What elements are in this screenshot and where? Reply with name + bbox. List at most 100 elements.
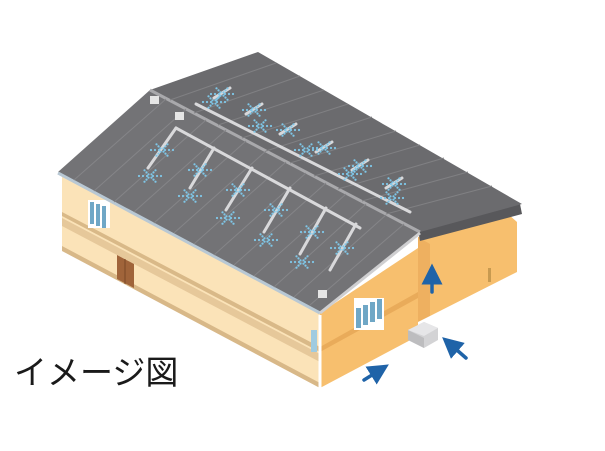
spray-dot (385, 191, 388, 194)
spray-dot (309, 229, 312, 232)
roof-near-slope (58, 90, 420, 312)
spray-dot (387, 193, 390, 196)
spray-dot (342, 245, 345, 248)
spray-dot (361, 164, 365, 168)
spray-dot (197, 167, 200, 170)
spray-dot (333, 246, 337, 250)
spray-dot (276, 207, 279, 210)
spray-dot (255, 121, 258, 124)
spray-dot (346, 252, 349, 255)
spray-dot (228, 215, 231, 218)
spray-dot (145, 178, 148, 181)
spray-dot (194, 200, 197, 203)
spray-dot (269, 124, 273, 128)
spray-dot (233, 192, 236, 195)
spray-dot (205, 100, 209, 104)
spray-dot (355, 164, 359, 168)
spray-dot (394, 200, 397, 203)
spray-dot (145, 171, 148, 174)
airflow-arrows (362, 263, 468, 385)
spray-dot (192, 198, 195, 201)
spray-dot (355, 161, 358, 164)
spray-dot (359, 172, 363, 176)
side-window (311, 330, 317, 352)
spray-dot (157, 145, 160, 148)
spray-dot (232, 211, 235, 214)
spray-dot (303, 230, 307, 234)
spray-dot (195, 165, 198, 168)
spray-dot (297, 257, 300, 260)
spray-dot (235, 190, 238, 193)
spray-dot (149, 148, 153, 152)
wall-band-lower (62, 212, 320, 352)
spray-dot (183, 189, 186, 192)
spray-dot (204, 163, 207, 166)
spray-dot (345, 176, 348, 179)
spray-dot (190, 193, 193, 196)
spray-dot (321, 148, 324, 151)
spray-nozzles (137, 87, 407, 269)
spray-dot (233, 185, 236, 188)
spray-dot (240, 185, 243, 188)
spray-dot (343, 246, 347, 250)
spray-dot (194, 189, 197, 192)
spray-dot (240, 192, 243, 195)
spray-dot (218, 95, 221, 98)
spray-dot (268, 235, 271, 238)
roof-vent (150, 96, 159, 104)
spray-dot (257, 126, 260, 129)
spray-dot (389, 198, 392, 201)
spray-dot (302, 262, 305, 265)
spray-dot (162, 147, 165, 150)
spray-dot (288, 130, 291, 133)
spray-dot (153, 148, 157, 152)
spray-dot (295, 255, 298, 258)
spray-dot (315, 148, 319, 152)
spray-dot (328, 152, 331, 155)
spray-dot (396, 179, 399, 182)
spray-dot (271, 208, 275, 212)
spray-dot (263, 208, 267, 212)
spray-dot (209, 97, 212, 100)
spray-dot (317, 230, 321, 234)
spray-dot (397, 196, 401, 200)
spray-dot (222, 91, 225, 94)
spray-dot (290, 125, 293, 128)
spray-dot (308, 145, 311, 148)
spray-dot (249, 112, 252, 115)
spray-dot (157, 152, 160, 155)
spray-dot (231, 92, 235, 96)
spray-dot (389, 182, 393, 186)
spray-dot (339, 248, 342, 251)
spray-dot (225, 218, 228, 221)
spray-dot (350, 174, 353, 177)
spray-dot (297, 128, 301, 132)
spray-dot (306, 150, 309, 153)
spray-dot (278, 212, 281, 215)
spray-dot (226, 98, 229, 101)
spray-dot (209, 104, 212, 107)
spray-dot (306, 266, 309, 269)
spray-dot (195, 194, 199, 198)
spray-dot (185, 198, 188, 201)
spray-dot (299, 262, 302, 265)
spray-dot (304, 257, 307, 260)
spray-dot (353, 159, 356, 162)
spray-dot (297, 148, 301, 152)
roof-gutter (57, 171, 321, 315)
spray-dot (213, 92, 217, 96)
spray-dot (317, 152, 320, 155)
spray-dot (395, 182, 399, 186)
spray-dot (297, 264, 300, 267)
spray-dot (389, 195, 392, 198)
spray-dot (233, 216, 237, 220)
spray-dot (260, 123, 263, 126)
spray-dot (251, 110, 254, 113)
spray-dot (385, 182, 389, 186)
spray-dot (299, 259, 302, 262)
wall-band (62, 218, 320, 362)
spray-dot (351, 246, 355, 250)
spray-dot (391, 184, 394, 187)
spray-dot (290, 132, 293, 135)
spray-dot (344, 250, 347, 253)
